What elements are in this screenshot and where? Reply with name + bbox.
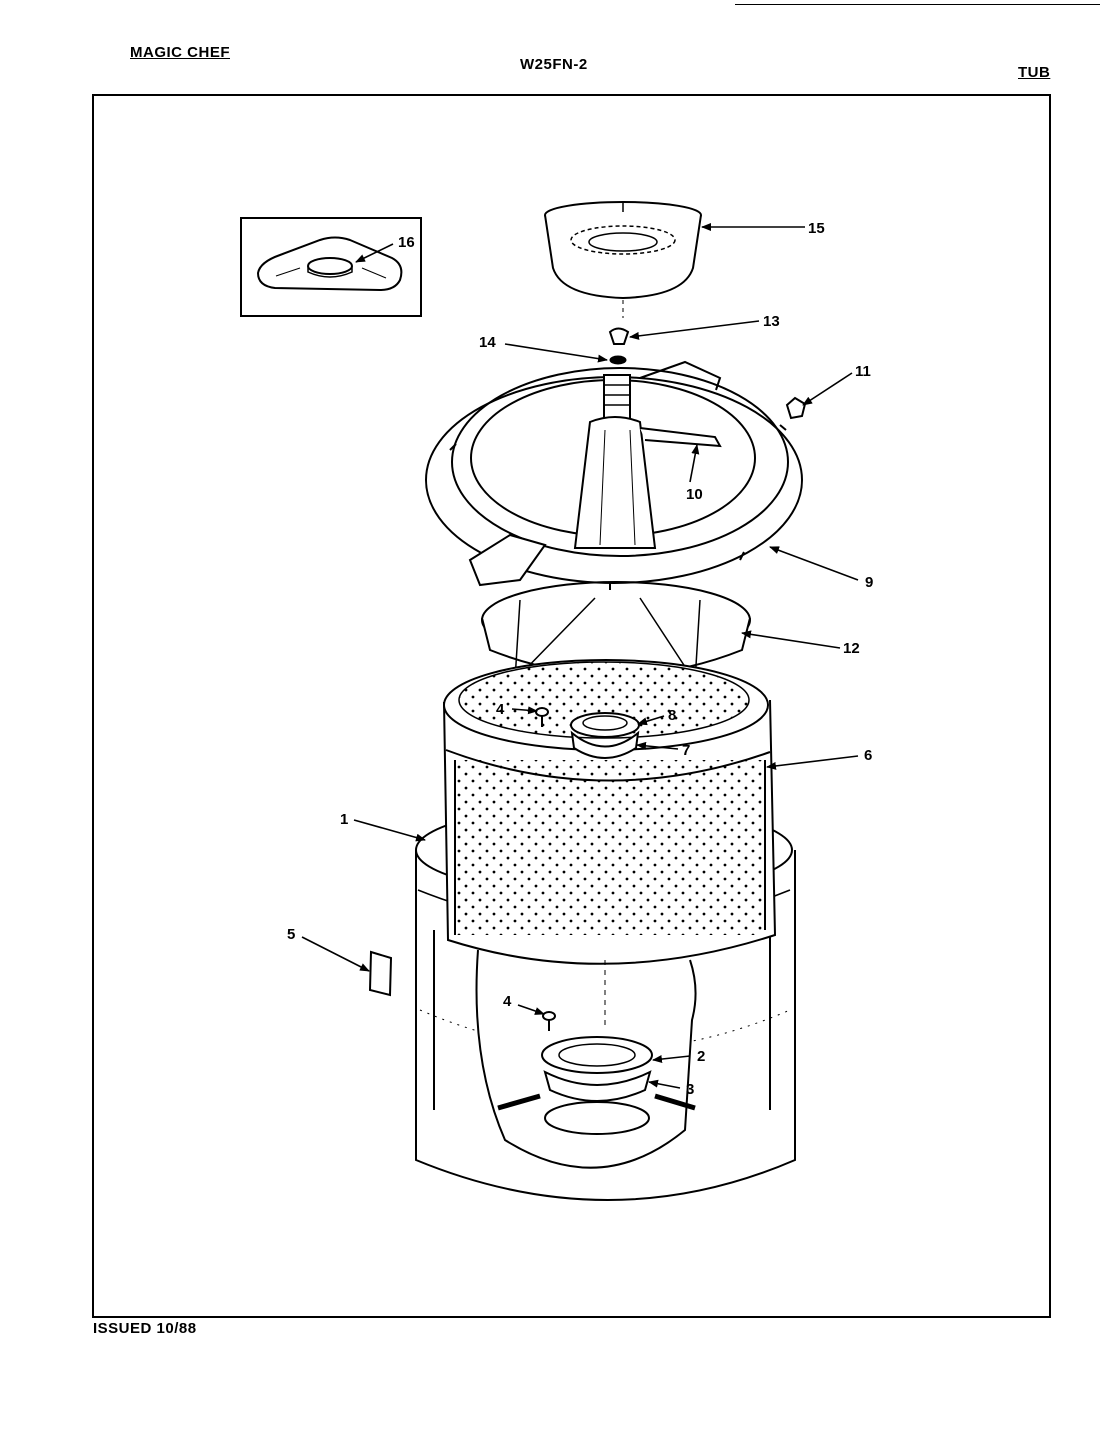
part-16-inset: [240, 217, 422, 317]
callout-2: 2: [697, 1048, 705, 1065]
top-rule: [735, 4, 1100, 5]
callout-7: 7: [682, 742, 690, 759]
part-3-hub-seal: [497, 1070, 696, 1135]
part-2-hub-ring: [541, 1036, 653, 1074]
part-6-inner-basket: [443, 659, 777, 965]
callout-12: 12: [843, 640, 860, 657]
part-15-agitator-cap: [544, 201, 702, 318]
callout-10: 10: [686, 486, 703, 503]
callout-16: 16: [398, 234, 415, 251]
callout-6: 6: [864, 747, 872, 764]
issued-date: ISSUED 10/88: [93, 1320, 197, 1337]
callout-11: 11: [855, 363, 871, 380]
callout-9: 9: [865, 574, 873, 591]
agitator-spindle: [573, 374, 722, 549]
brand-label: MAGIC CHEF: [130, 44, 230, 61]
part-4-screw-lower: [542, 1011, 556, 1031]
part-13-bolt: [608, 327, 630, 345]
leader-lines: [301, 223, 859, 1089]
callout-5: 5: [287, 926, 295, 943]
callout-13: 13: [763, 313, 780, 330]
section-title: TUB: [1018, 64, 1051, 81]
part-8-hub-nut: [570, 712, 640, 738]
diagram-frame: [92, 94, 1051, 1318]
part-7-hub-seal: [570, 730, 640, 759]
callout-4-upper: 4: [496, 701, 505, 718]
callout-8: 8: [668, 707, 676, 724]
callout-1: 1: [340, 811, 348, 828]
callout-14: 14: [479, 334, 496, 351]
part-5-label-plate: [368, 950, 393, 997]
callout-labels: 16 15 13 14 11 10 9 12 4 8 7 6 1 5 4 2 3: [287, 220, 873, 1098]
callout-4-lower: 4: [503, 993, 512, 1010]
callout-15: 15: [808, 220, 825, 237]
part-14-washer: [609, 355, 627, 365]
model-number: W25FN-2: [520, 56, 588, 73]
callout-3: 3: [686, 1081, 694, 1098]
part-11-clip: [785, 396, 807, 420]
